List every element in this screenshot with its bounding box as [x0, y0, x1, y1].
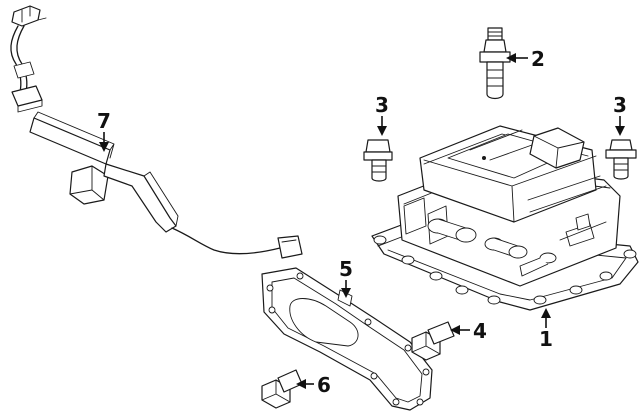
- callout-6: 6: [317, 373, 331, 397]
- callout-5: 5: [339, 257, 353, 281]
- inverter-assembly-part: [371, 125, 639, 311]
- callout-7: 7: [97, 109, 111, 133]
- bolt-right-part: [605, 139, 637, 180]
- wiring-harness-part: [10, 5, 303, 259]
- bolt-6-part: [261, 369, 303, 409]
- bolt-left-part: [363, 139, 393, 182]
- callout-2: 2: [531, 47, 545, 71]
- callout-3-right: 3: [613, 93, 627, 117]
- leader-lines: [99, 53, 625, 389]
- callout-4: 4: [473, 319, 487, 343]
- callout-3-left: 3: [375, 93, 389, 117]
- stud-bolt-part: [479, 27, 511, 100]
- gasket-part: [261, 267, 433, 411]
- bolt-4-part: [411, 321, 455, 361]
- callout-1: 1: [539, 327, 553, 351]
- callout-labels: 7 2 3 3 5 1 4 6: [97, 47, 627, 397]
